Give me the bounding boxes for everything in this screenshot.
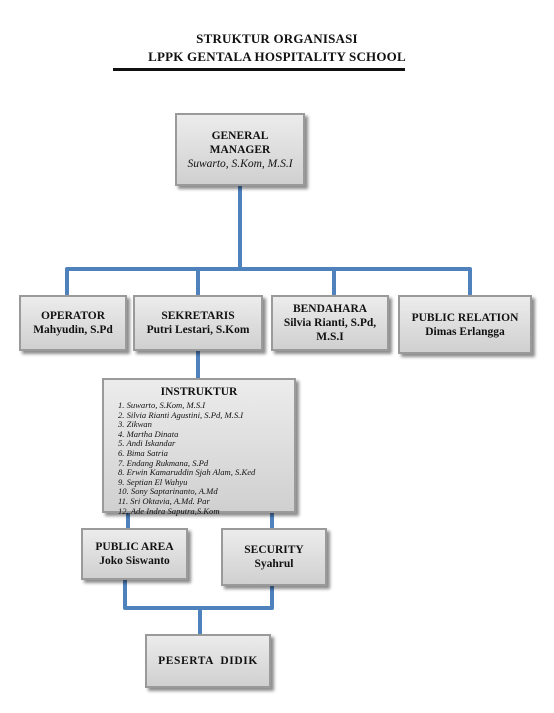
list-item: 2. Silvia Rianti Agustini, S.Pd, M.S.I xyxy=(118,409,244,420)
public-relation-title: PUBLIC RELATION xyxy=(411,311,519,324)
operator-name: Mahyudin, S.Pd xyxy=(33,324,113,336)
list-item: 5. Andi Iskandar xyxy=(118,438,176,449)
security-name: Syahrul xyxy=(254,558,294,570)
security-box: SECURITY Syahrul xyxy=(221,528,327,586)
public-area-title: PUBLIC AREA xyxy=(95,541,174,553)
public-area-box: PUBLIC AREA Joko Siswanto xyxy=(81,528,188,580)
list-item: 10. Sony Saptarinanto, A.Md xyxy=(118,486,218,497)
list-item: 9. Septian El Wahyu xyxy=(118,476,188,487)
general-manager-name: Suwarto, S.Kom, M.S.I xyxy=(187,157,293,170)
instruktur-title: INSTRUKTUR xyxy=(160,386,238,398)
bendahara-name-line2: M.S.I xyxy=(316,331,344,343)
list-item: 4. Martha Dinata xyxy=(118,428,179,439)
list-item: 12. Ade Indra Saputra,S.Kom xyxy=(118,505,220,516)
chart-title-line1: STRUKTUR ORGANISASI xyxy=(196,31,358,46)
bendahara-title: BENDAHARA xyxy=(292,303,368,315)
sekretaris-box: SEKRETARIS Putri Lestari, S.Kom xyxy=(133,295,263,351)
operator-title: OPERATOR xyxy=(40,310,106,322)
level1-bus-connector xyxy=(65,267,472,296)
list-item: 7. Endang Rukmana, S.Pd xyxy=(118,457,209,468)
list-item: 1. Suwarto, S.Kom, M.S.I xyxy=(118,400,206,410)
public-relation-name: Dimas Erlangga xyxy=(425,325,505,338)
general-manager-title-line1: GENERAL xyxy=(211,129,269,142)
peserta-didik-box: PESERTA DIDIK xyxy=(145,634,271,688)
list-item: 11. Sri Oktavia, A.Md. Par xyxy=(118,495,210,506)
security-title: SECURITY xyxy=(244,544,304,556)
general-manager-title-line2: MANAGER xyxy=(209,143,271,156)
list-item: 8. Erwin Kamaruddin Sjah Alam, S.Ked xyxy=(118,467,256,478)
instruktur-member-list: 1. Suwarto, S.Kom, M.S.I 2. Silvia Riant… xyxy=(118,400,294,516)
sekretaris-title: SEKRETARIS xyxy=(161,310,235,322)
list-item: 6. Bima Satria xyxy=(118,447,168,458)
chart-title-line2: LPPK GENTALA HOSPITALITY SCHOOL xyxy=(148,49,406,64)
general-manager-box: GENERAL MANAGER Suwarto, S.Kom, M.S.I xyxy=(175,113,305,186)
peserta-didik-title: PESERTA DIDIK xyxy=(158,655,258,667)
operator-box: OPERATOR Mahyudin, S.Pd xyxy=(19,295,127,351)
title-underline xyxy=(113,68,405,71)
public-relation-box: PUBLIC RELATION Dimas Erlangga xyxy=(398,295,532,354)
bendahara-box: BENDAHARA Silvia Rianti, S.Pd, M.S.I xyxy=(271,295,389,351)
sekretaris-name: Putri Lestari, S.Kom xyxy=(146,324,250,336)
bendahara-name-line1: Silvia Rianti, S.Pd, xyxy=(283,317,377,329)
list-item: 3. Zikwan xyxy=(118,419,152,430)
instruktur-box: INSTRUKTUR 1. Suwarto, S.Kom, M.S.I 2. S… xyxy=(102,378,296,516)
public-area-name: Joko Siswanto xyxy=(99,555,170,567)
